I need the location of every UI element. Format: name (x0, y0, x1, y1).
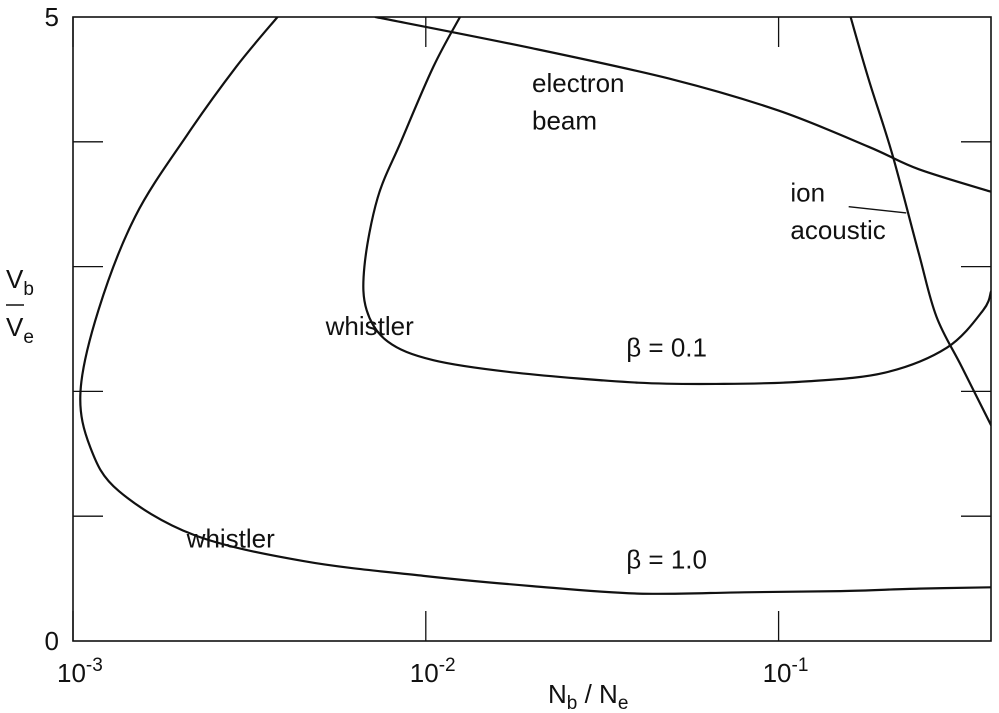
x-tick-label-base: 10 (410, 658, 439, 688)
x-tick-label: 10-3 (57, 655, 103, 688)
series-line (362, 17, 991, 386)
annotation-label: whistler (325, 311, 414, 341)
x-label-sep: / N (577, 679, 617, 709)
x-label-sub2: e (618, 693, 629, 713)
y-label-numerator: Vb (6, 264, 34, 300)
annotation-label: electron (532, 68, 625, 98)
x-label-sub1: b (567, 693, 578, 713)
series-group (79, 17, 991, 595)
annotation-label: ion (790, 178, 825, 208)
x-tick-label: 10-1 (763, 655, 809, 688)
series-line (79, 17, 991, 595)
annotation-label: β = 0.1 (626, 332, 707, 362)
annotation-label: whistler (186, 523, 275, 553)
series-line (849, 17, 991, 427)
x-tick-label-exponent: -2 (439, 655, 456, 676)
annotation-label: acoustic (790, 215, 885, 245)
y-label-den-sub: e (23, 327, 34, 348)
y-tick-label: 0 (45, 626, 59, 656)
y-label-den-main: V (6, 312, 24, 342)
series-line (374, 17, 991, 193)
y-label-num-main: V (6, 264, 24, 294)
tick-group (72, 17, 991, 641)
plot-frame (72, 16, 992, 642)
y-tick-label: 5 (45, 2, 59, 32)
annotation-label: β = 1.0 (626, 545, 707, 575)
x-tick-label-exponent: -1 (792, 655, 809, 676)
annotation-leader-line (848, 206, 907, 214)
annotation-label: beam (532, 105, 597, 135)
x-tick-label: 10-2 (410, 655, 456, 688)
annotation-group: electron beam ion acoustic whistler β = 0.1 wh… (186, 68, 907, 575)
x-label-main: N (548, 679, 567, 709)
y-label-num-sub: b (23, 279, 34, 300)
x-tick-label-exponent: -3 (86, 655, 103, 676)
y-label-denominator: Ve (6, 312, 34, 348)
y-axis-label: Vb Ve (6, 264, 34, 348)
x-axis-label: Nb / Ne (548, 679, 628, 713)
x-tick-label-base: 10 (57, 658, 86, 688)
x-tick-label-base: 10 (763, 658, 792, 688)
